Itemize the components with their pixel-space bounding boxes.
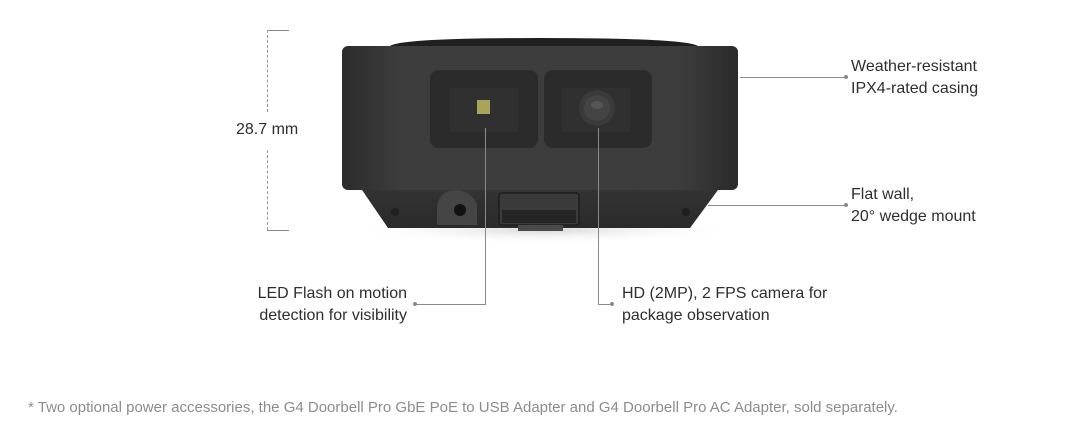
bracket-top-tick — [267, 30, 289, 31]
callout-mount-line1: Flat wall, — [851, 186, 915, 203]
callout-casing-line1: Weather-resistant — [851, 58, 977, 75]
callout-casing-line2: IPX4-rated casing — [851, 80, 979, 97]
bracket-dash-bottom — [267, 150, 268, 230]
callout-camera-line2: package observation — [622, 307, 770, 324]
doorbell-device-image — [342, 38, 745, 244]
callout-mount-line2: 20° wedge mount — [851, 208, 976, 225]
callout-led: LED Flash on motion detection for visibi… — [258, 283, 407, 327]
footnote: * Two optional power accessories, the G4… — [28, 399, 898, 416]
callout-led-line2: detection for visibility — [259, 307, 407, 324]
callout-camera: HD (2MP), 2 FPS camera for package obser… — [622, 283, 827, 327]
bracket-bottom-tick — [267, 230, 289, 231]
callout-camera-line1: HD (2MP), 2 FPS camera for — [622, 285, 828, 302]
bracket-dash-top — [267, 30, 268, 112]
callout-led-line1: LED Flash on motion — [257, 285, 407, 302]
callout-mount: Flat wall, 20° wedge mount — [851, 184, 976, 228]
dimension-label: 28.7 mm — [236, 121, 299, 138]
callout-casing: Weather-resistant IPX4-rated casing — [851, 56, 978, 100]
